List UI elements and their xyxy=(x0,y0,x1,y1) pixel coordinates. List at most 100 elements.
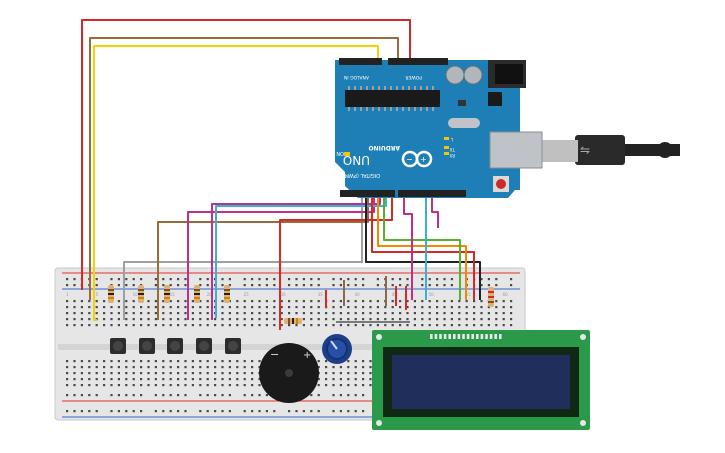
breadboard-hole xyxy=(236,366,239,369)
breadboard-hole xyxy=(154,300,157,303)
breadboard-hole xyxy=(376,312,379,315)
breadboard-hole xyxy=(391,300,394,303)
breadboard-hole xyxy=(132,278,135,281)
breadboard-hole xyxy=(480,312,483,315)
breadboard-hole xyxy=(177,384,180,387)
breadboard-hole xyxy=(117,366,120,369)
breadboard-hole xyxy=(473,312,476,315)
breadboard-hole xyxy=(295,300,298,303)
breadboard-hole xyxy=(362,324,365,327)
breadboard-hole xyxy=(362,284,365,287)
breadboard-hole xyxy=(177,324,180,327)
breadboard-hole xyxy=(310,278,313,281)
breadboard-hole xyxy=(154,306,157,309)
breadboard-hole xyxy=(273,284,276,287)
usb-cable: ⇋ xyxy=(540,135,680,165)
breadboard-hole xyxy=(436,312,439,315)
breadboard-hole xyxy=(347,410,350,413)
breadboard-hole xyxy=(221,324,224,327)
breadboard-hole xyxy=(221,284,224,287)
breadboard-hole xyxy=(347,278,350,281)
breadboard-hole xyxy=(421,306,424,309)
push-buttons[interactable] xyxy=(110,338,241,354)
breadboard-hole xyxy=(354,284,357,287)
breadboard-hole xyxy=(199,312,202,315)
breadboard-hole xyxy=(243,312,246,315)
breadboard-hole xyxy=(184,394,187,397)
breadboard-column-number: 25 xyxy=(244,292,250,297)
breadboard-hole xyxy=(206,324,209,327)
breadboard-hole xyxy=(117,300,120,303)
breadboard-hole xyxy=(191,300,194,303)
breadboard-hole xyxy=(443,300,446,303)
breadboard-hole xyxy=(384,306,387,309)
potentiometer[interactable] xyxy=(322,334,352,364)
breadboard-hole xyxy=(273,324,276,327)
resistor-horizontal xyxy=(284,318,302,324)
breadboard-hole xyxy=(103,306,106,309)
breadboard-hole xyxy=(125,394,128,397)
breadboard-hole xyxy=(169,306,172,309)
wire-cyan-btn xyxy=(215,198,387,318)
breadboard-hole xyxy=(169,318,172,321)
breadboard-hole xyxy=(103,384,106,387)
breadboard-hole xyxy=(236,384,239,387)
breadboard-hole xyxy=(332,318,335,321)
breadboard-hole xyxy=(265,318,268,321)
breadboard-hole xyxy=(191,324,194,327)
breadboard-hole xyxy=(325,324,328,327)
breadboard-hole xyxy=(147,378,150,381)
breadboard-hole xyxy=(125,366,128,369)
breadboard-hole xyxy=(362,410,365,413)
breadboard-hole xyxy=(80,312,83,315)
breadboard-hole xyxy=(339,306,342,309)
breadboard-hole xyxy=(332,372,335,375)
breadboard-hole xyxy=(228,284,231,287)
breadboard-hole xyxy=(258,378,261,381)
breadboard-hole xyxy=(273,410,276,413)
breadboard-hole xyxy=(147,324,150,327)
breadboard-hole xyxy=(258,318,261,321)
breadboard-hole xyxy=(362,378,365,381)
breadboard-hole xyxy=(332,324,335,327)
breadboard-hole xyxy=(147,300,150,303)
breadboard-hole xyxy=(221,378,224,381)
breadboard-hole xyxy=(184,300,187,303)
breadboard-hole xyxy=(199,300,202,303)
breadboard-hole xyxy=(450,306,453,309)
breadboard-hole xyxy=(154,378,157,381)
breadboard-hole xyxy=(317,378,320,381)
breadboard-hole xyxy=(117,378,120,381)
breadboard-hole xyxy=(199,410,202,413)
breadboard-hole xyxy=(369,378,372,381)
breadboard-hole xyxy=(162,300,165,303)
arduino-uno[interactable]: ⇋ − + xyxy=(335,58,680,198)
breadboard-hole xyxy=(214,384,217,387)
breadboard-hole xyxy=(399,318,402,321)
breadboard-hole xyxy=(162,372,165,375)
piezo-buzzer[interactable]: − + xyxy=(259,343,319,403)
breadboard-hole xyxy=(169,284,172,287)
breadboard-hole xyxy=(495,312,498,315)
breadboard-hole xyxy=(369,360,372,363)
breadboard-hole xyxy=(280,324,283,327)
breadboard-hole xyxy=(465,306,468,309)
breadboard-hole xyxy=(362,300,365,303)
breadboard-hole xyxy=(184,278,187,281)
breadboard-hole xyxy=(510,312,513,315)
breadboard-hole xyxy=(191,378,194,381)
breadboard-hole xyxy=(302,284,305,287)
breadboard-hole xyxy=(199,284,202,287)
breadboard-hole xyxy=(228,318,231,321)
breadboard-hole xyxy=(273,306,276,309)
breadboard-hole xyxy=(154,394,157,397)
breadboard-hole xyxy=(147,372,150,375)
breadboard-hole xyxy=(140,278,143,281)
breadboard-hole xyxy=(88,300,91,303)
breadboard-hole xyxy=(325,384,328,387)
breadboard-hole xyxy=(406,318,409,321)
breadboard-hole xyxy=(206,372,209,375)
breadboard-hole xyxy=(421,324,424,327)
breadboard-hole xyxy=(206,378,209,381)
breadboard-hole xyxy=(317,366,320,369)
